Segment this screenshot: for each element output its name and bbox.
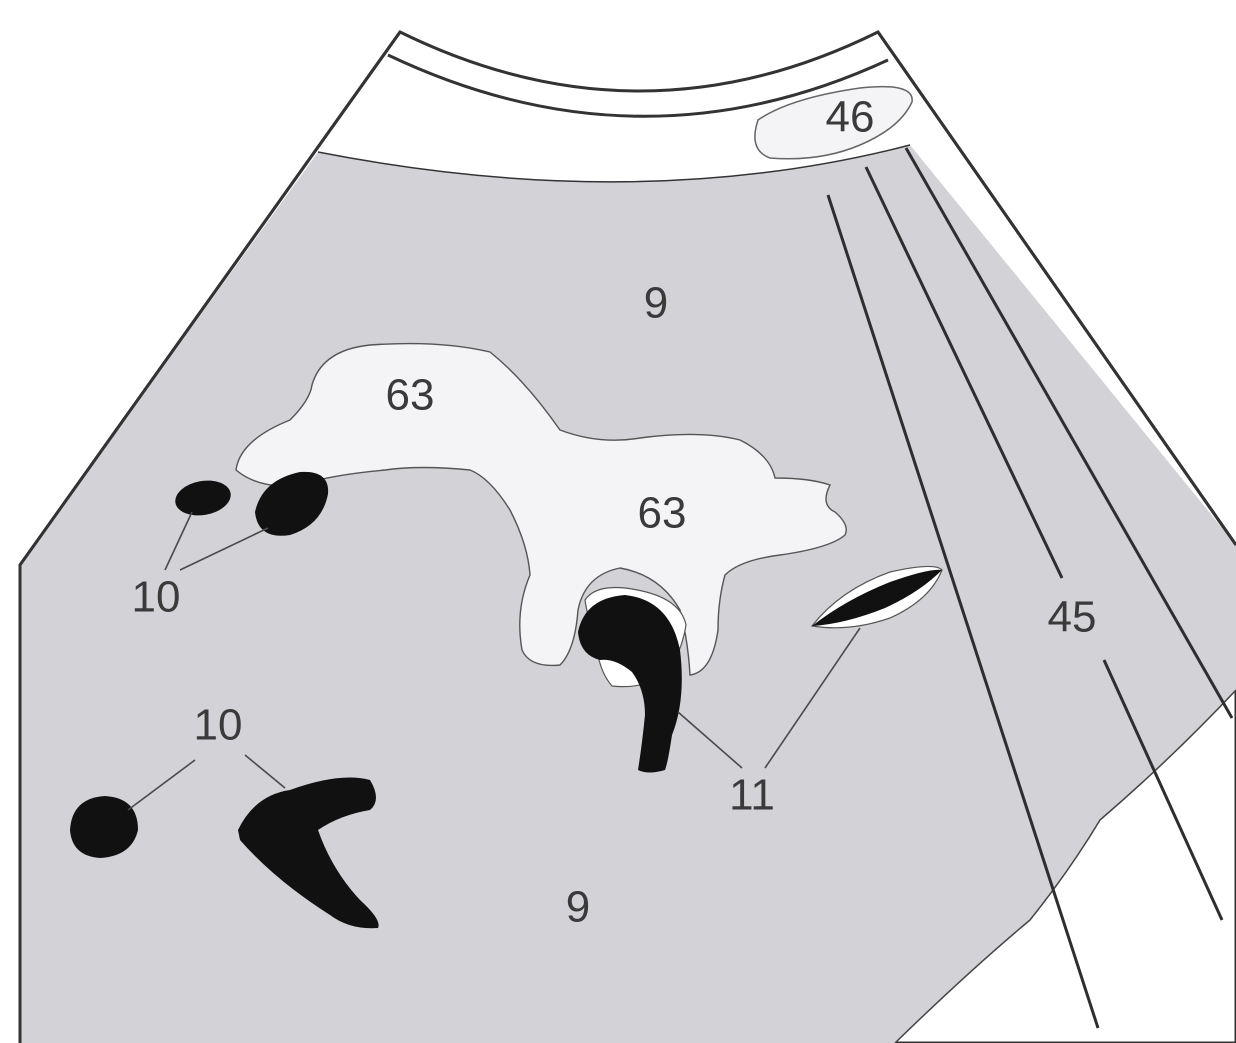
label-9-lower: 9	[566, 883, 590, 932]
label-63-lower: 63	[638, 489, 687, 538]
label-10-lower: 10	[194, 701, 243, 750]
label-63-upper: 63	[386, 371, 435, 420]
label-9-upper: 9	[644, 279, 668, 328]
label-10-upper: 10	[132, 573, 181, 622]
label-11: 11	[729, 771, 775, 820]
label-46: 46	[826, 93, 875, 142]
label-45: 45	[1048, 593, 1097, 642]
